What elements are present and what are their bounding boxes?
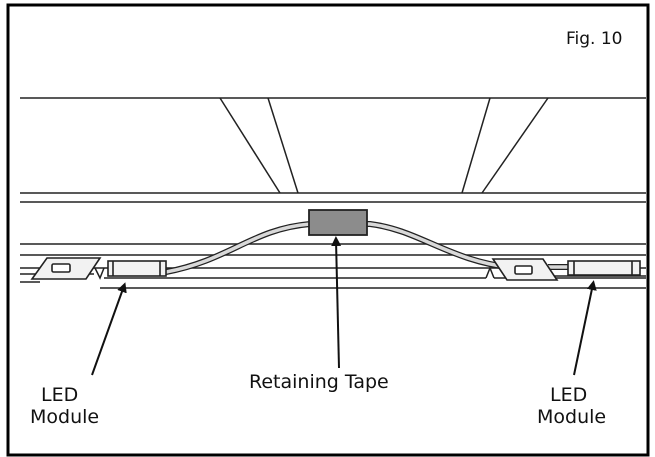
- right-module-arrow: [573, 280, 597, 376]
- right-mounting-clip: [491, 258, 559, 281]
- retaining-tape-label: Retaining Tape: [249, 371, 389, 393]
- right-module-label-line1: LED: [550, 384, 587, 406]
- retaining-tape: [308, 209, 368, 236]
- left-module-label-line1: LED: [41, 384, 78, 406]
- right-module-label-line2: Module: [537, 406, 606, 428]
- figure-number: Fig. 10: [566, 29, 623, 49]
- retaining-tape-arrow: [331, 236, 342, 369]
- left-module-label-line2: Module: [30, 406, 99, 428]
- perspective-lines: [219, 97, 549, 194]
- left-led-module: [107, 260, 167, 277]
- left-mounting-clip: [30, 257, 102, 280]
- left-module-arrow: [91, 282, 127, 376]
- right-led-module: [567, 260, 641, 276]
